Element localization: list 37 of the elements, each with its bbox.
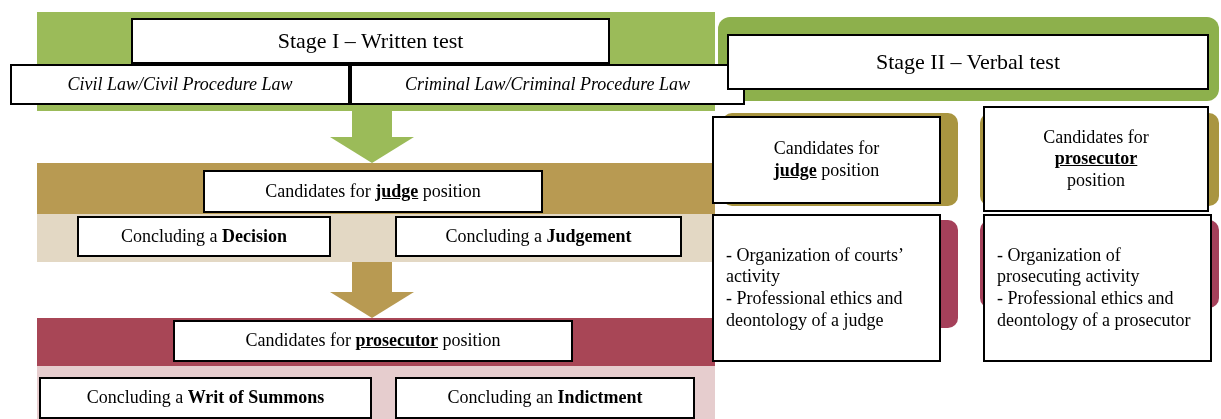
topic-item: - Organization of prosecuting activity	[997, 244, 1141, 288]
text-box	[983, 214, 1212, 362]
stage-band	[37, 318, 715, 366]
text-box	[203, 170, 543, 213]
text-box	[10, 64, 350, 105]
subject-text: Criminal Law/Criminal Procedure Law	[404, 73, 691, 96]
box-text: Candidates for judge position	[772, 138, 881, 182]
text-box	[395, 377, 695, 419]
block-arrow	[330, 262, 414, 318]
subject-text: Civil Law/Civil Procedure Law	[67, 73, 293, 96]
text-box	[395, 216, 682, 257]
text-box	[39, 377, 372, 419]
text-box	[77, 216, 331, 257]
box-text: Candidates for prosecutor position	[1042, 126, 1150, 192]
text-box	[983, 106, 1209, 212]
text-box	[173, 320, 573, 362]
text-box	[131, 18, 610, 64]
box-text: Stage I – Written test	[277, 27, 464, 55]
box-text: Stage II – Verbal test	[875, 48, 1061, 76]
stage-band	[37, 366, 715, 419]
box-text: Concluding a Judgement	[445, 225, 632, 248]
text-box	[727, 34, 1209, 90]
topic-item: - Professional ethics and deontology of a prosecutor	[997, 288, 1192, 332]
text-box	[712, 214, 941, 362]
box-text: Candidates for prosecutor position	[245, 330, 501, 352]
box-text: Concluding a Decision	[121, 225, 287, 248]
stage-band	[37, 163, 715, 214]
topic-item: - Organization of courts’ activity	[726, 244, 904, 288]
box-text: Candidates for judge position	[265, 180, 481, 203]
stage-band	[37, 214, 715, 262]
box-text: Concluding a Writ of Summons	[86, 387, 325, 409]
stage-band	[718, 17, 1219, 101]
text-box	[350, 64, 745, 105]
text-box	[712, 116, 941, 204]
block-arrow	[330, 111, 414, 163]
box-text: Concluding an Indictment	[447, 387, 643, 409]
topic-item: - Professional ethics and deontology of a judge	[726, 288, 904, 332]
